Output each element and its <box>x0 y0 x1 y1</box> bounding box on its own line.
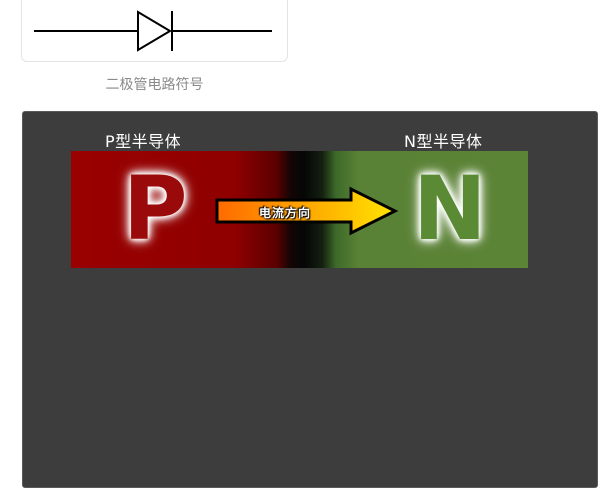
n-letter: N <box>413 157 487 260</box>
pn-junction-bar: P N 电流方向 <box>71 151 528 268</box>
n-type-label: N型半导体 <box>404 132 483 151</box>
current-direction-label: 电流方向 <box>259 206 312 220</box>
p-letter: P <box>123 157 188 260</box>
p-type-label: P型半导体 <box>105 132 182 151</box>
diode-symbol-card <box>21 0 288 62</box>
diode-symbol-icon <box>34 10 272 52</box>
current-direction-arrow-icon <box>215 186 399 236</box>
diode-symbol-caption: 二极管电路符号 <box>105 77 204 93</box>
pn-junction-panel: P型半导体 N型半导体 P N 电流方向 <box>22 111 598 488</box>
